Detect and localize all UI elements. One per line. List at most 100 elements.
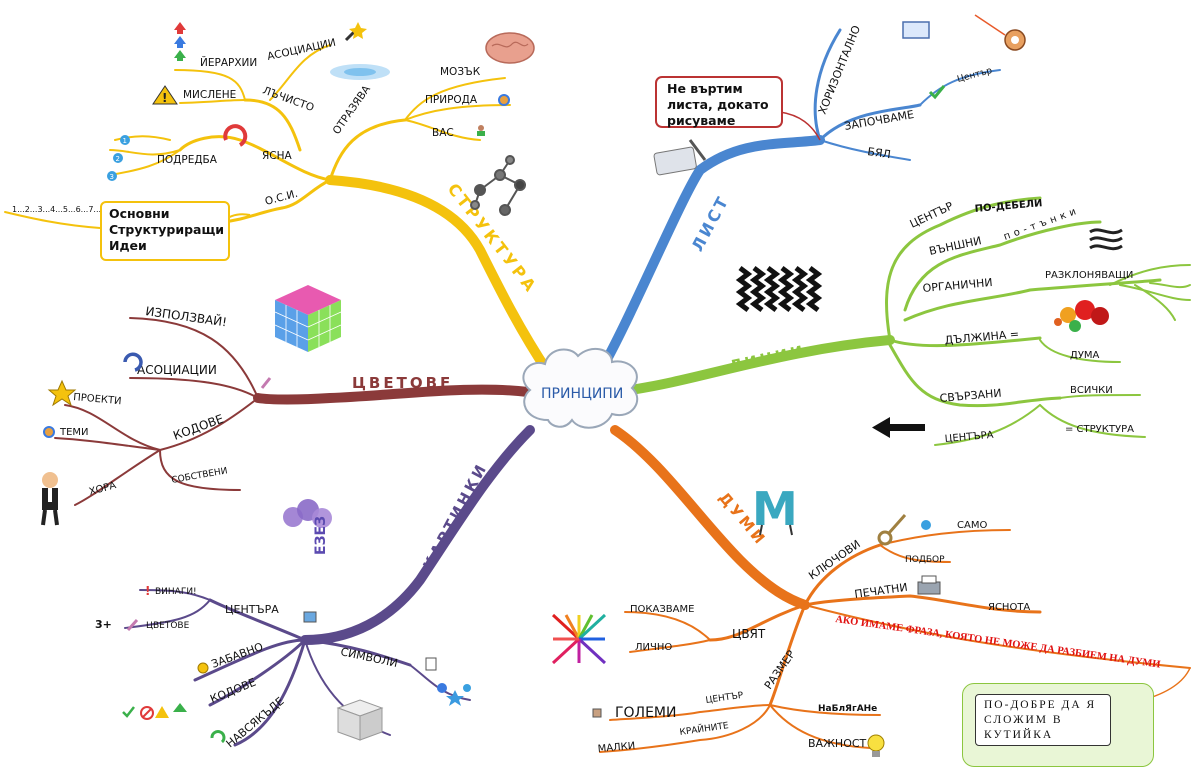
- phrase-box: ПО-ДОБРЕ ДА Я СЛОЖИМ В КУТИЙКА: [975, 694, 1111, 746]
- printer-icon: [918, 576, 940, 594]
- svg-text:1: 1: [123, 137, 127, 145]
- structure-mozak: МОЗЪК: [440, 66, 481, 78]
- colors-asociacii: АСОЦИАЦИИ: [137, 363, 217, 377]
- structure-vas: ВАС: [432, 127, 454, 139]
- exclamation-icon: !: [145, 584, 150, 598]
- branch-lines-title: ЛИНИИ: [728, 342, 808, 376]
- colors-hora: ХОРА: [88, 480, 118, 498]
- lines-duma: ДУМА: [1070, 350, 1100, 361]
- colors-temi: ТЕМИ: [59, 427, 89, 438]
- fire-squiggle-icon: [1090, 230, 1122, 249]
- branch-pictures-title: КАРТИНКИ: [419, 459, 491, 573]
- branch-colors-title: ЦВЕТОВЕ: [352, 374, 453, 392]
- sheet-box-text: Не въртим листа, докато рисуваме: [667, 81, 769, 128]
- colors-sobstveni: СОБСТВЕНИ: [171, 466, 229, 486]
- branch-sheet-title: ЛИСТ: [688, 191, 734, 254]
- rectangle-icon: [903, 22, 929, 38]
- lines-razklonyavashti: РАЗКЛОНЯВАЩИ: [1045, 270, 1133, 281]
- tsvetove-pencil-icon: [128, 620, 137, 630]
- words-yasnota: ЯСНОТА: [988, 602, 1030, 613]
- sheet-byal: БЯЛ: [867, 145, 892, 161]
- color-wheel-icon: [553, 615, 605, 663]
- wand-icon: [346, 22, 367, 40]
- phrase-box-text: ПО-ДОБРЕ ДА Я СЛОЖИМ В КУТИЙКА: [984, 699, 1096, 741]
- pictures-three-plus: 3+: [95, 618, 112, 631]
- words-razmer: РАЗМЕР: [762, 648, 798, 692]
- structure-asociacii: АСОЦИАЦИИ: [266, 37, 337, 63]
- structure-sequence: 1...2...3...4...5...6...7...: [12, 205, 101, 214]
- words-pokazvame: ПОКАЗВАМЕ: [630, 604, 694, 615]
- words-tsvyat: ЦВЯТ: [732, 627, 766, 641]
- light-bulb-icon: [868, 735, 884, 757]
- lines-struktura: = СТРУКТУРА: [1065, 424, 1134, 435]
- arrow-stack-icon: [174, 22, 186, 61]
- branch-colors: [55, 318, 528, 505]
- lines-centara: ЦЕНТЪРА: [944, 430, 994, 445]
- recycle-icon: [212, 732, 224, 742]
- lines-centar: ЦЕНТЪР: [908, 199, 956, 230]
- structure-ierarhii: ЙЕРАРХИИ: [200, 56, 257, 69]
- picture-icon: [304, 612, 316, 622]
- molecule-icon: [471, 156, 525, 215]
- pictures-navsyakade: НАВСЯКЪДЕ: [224, 695, 287, 751]
- sheet-centar: Център: [956, 66, 993, 85]
- small-frame-icon: [593, 709, 601, 717]
- businessman-icon: [42, 472, 58, 525]
- words-klyuchovi: КЛЮЧОВИ: [806, 537, 863, 582]
- structure-podredba: ПОДРЕДБА: [157, 154, 218, 166]
- wave-pattern-icon: [740, 268, 818, 310]
- globe-icon: [499, 95, 509, 105]
- pictures-vinagi: ВИНАГИ!: [155, 587, 197, 597]
- structure-luchisto: ЛЪЧИСТО: [261, 85, 316, 115]
- words-nablyagane: НаБлЯгАНе: [818, 704, 877, 714]
- center-label: ПРИНЦИПИ: [541, 386, 623, 402]
- structure-priroda: ПРИРОДА: [425, 94, 478, 106]
- pencil-icon: [262, 378, 270, 388]
- words-centar: ЦЕНТЪР: [705, 691, 744, 706]
- sheet-box: Не въртим листа, докато рисуваме: [655, 76, 783, 128]
- smiley-icon: [198, 663, 208, 673]
- pictures-tsvetove: ЦВЕТОВЕ: [146, 621, 190, 631]
- words-lichno: ЛИЧНО: [635, 642, 672, 653]
- osi-box: Основни Структуриращи Идеи: [100, 201, 230, 261]
- info-bullet-icon: [921, 520, 931, 530]
- temi-globe-icon: [44, 427, 54, 437]
- lines-organichni: ОРГАНИЧНИ: [922, 276, 993, 295]
- left-arrow-icon: [872, 417, 925, 438]
- paint-splash-icon: [1054, 300, 1109, 332]
- code-icons-group: [123, 703, 187, 719]
- words-malki: МАЛКИ: [597, 741, 635, 755]
- svg-text:ЕЗЕЗ: ЕЗЕЗ: [313, 516, 329, 555]
- svg-text:2: 2: [116, 155, 120, 163]
- letter-m-icon: M: [752, 482, 798, 536]
- person-icon: [477, 125, 485, 136]
- pictures-simvoli: СИМВОЛИ: [339, 645, 399, 670]
- osi-box-text: Основни Структуриращи Идеи: [109, 206, 224, 253]
- warning-icon: !: [153, 86, 177, 105]
- colors-izpolzvay: ИЗПОЛЗВАЙ!: [145, 303, 228, 329]
- svg-text:3: 3: [110, 173, 114, 181]
- lines-vanshni: ВЪНШНИ: [928, 234, 983, 258]
- undo-arrow-icon: [225, 126, 245, 145]
- words-kraynite: КРАЙНИТЕ: [679, 719, 730, 738]
- words-vazhnost: ВАЖНОСТ: [808, 737, 867, 750]
- dice-icon: [338, 700, 382, 740]
- pictures-zabavno: ЗАБАВНО: [210, 640, 266, 671]
- words-samo: САМО: [957, 520, 987, 531]
- cube-icon: [275, 285, 341, 352]
- target-icon: [975, 15, 1025, 50]
- structure-mislene: МИСЛЕНЕ: [183, 89, 236, 101]
- svg-text:!: !: [162, 91, 167, 105]
- brain-icon: [486, 33, 534, 63]
- words-podbor: ПОДБОР: [905, 555, 945, 565]
- words-golemi: ГОЛЕМИ: [615, 705, 676, 721]
- colors-kodove: КОДОВЕ: [171, 412, 225, 443]
- lines-vsichki: ВСИЧКИ: [1070, 385, 1113, 396]
- water-drop-icon: [330, 64, 390, 80]
- lines-po-debeli: ПО-ДЕБЕЛИ: [974, 198, 1043, 215]
- pictures-centara: ЦЕНТЪРА: [225, 603, 279, 616]
- words-phrase: АКО ИМАМЕ ФРАЗА, КОЯТО НЕ МОЖЕ ДА РАЗБИЕ…: [835, 614, 1161, 671]
- balloons-icon: ЕЗЕЗ: [283, 499, 332, 555]
- pictures-kodove: КОДОВЕ: [208, 676, 258, 706]
